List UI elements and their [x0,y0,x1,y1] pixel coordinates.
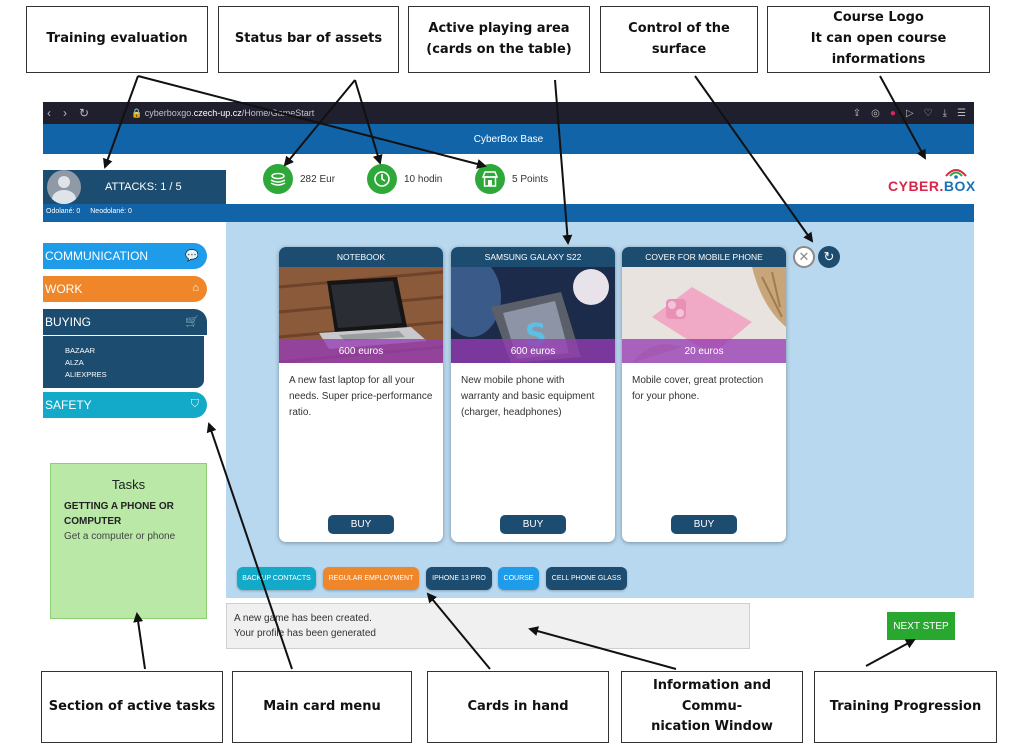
unresisted-count: Neodolané: 0 [90,208,132,215]
annotation-control-surface: Control of the surface [600,6,758,73]
menu-work[interactable]: WORK ⌂ [43,276,207,302]
card-description: Mobile cover, great protection for your … [632,375,764,402]
chat-icon: 💬 [185,250,199,262]
resisted-count: Odolané: 0 [46,208,81,215]
forward-icon[interactable]: › [63,106,67,120]
address-bar[interactable]: 🔒 cyberboxgo.czech-up.cz/Home/GameStart [131,107,315,118]
phone-cover-image: 20 euros [622,267,786,363]
card-price: 600 euros [279,339,443,363]
time-value: 10 hodin [404,173,443,185]
share-icon[interactable]: ⇪ [852,107,862,119]
task-name[interactable]: GETTING A PHONE OR COMPUTER [64,501,174,527]
close-icon[interactable]: ✕ [793,246,815,268]
reload-icon[interactable]: ↻ [79,106,90,120]
tasks-panel: Tasks GETTING A PHONE OR COMPUTER Get a … [50,463,207,619]
menu-icon[interactable]: ☰ [957,107,966,119]
info-line: A new game has been created. [234,613,372,624]
refresh-icon[interactable]: ↻ [818,246,840,268]
menu-communication[interactable]: COMMUNICATION 💬 [43,243,207,269]
annotation-cards-in-hand: Cards in hand [427,671,609,743]
info-line: Your profile has been generated [234,628,376,639]
back-icon[interactable]: ‹ [47,106,51,120]
briefcase-icon: ⌂ [192,282,199,294]
annotation-active-tasks: Section of active tasks [41,671,223,743]
annotation-play-area: Active playing area(cards on the table) [408,6,590,73]
store-icon [475,164,505,194]
annotation-status-bar: Status bar of assets [218,6,399,73]
training-evaluation-panel: ATTACKS: 1 / 5 [43,170,226,204]
points-value: 5 Points [512,173,549,185]
submenu-item-bazaar[interactable]: BAZAAR [65,346,96,355]
browser-nav: ‹ › ↻ [43,106,115,120]
card-description: New mobile phone with warranty and basic… [461,375,595,418]
hand-card-regular-employment[interactable]: REGULAR EMPLOYMENT [323,567,419,590]
attack-stats: Odolané: 0 Neodolané: 0 [46,208,132,215]
clock-icon [367,164,397,194]
notebook-image: 600 euros [279,267,443,363]
card-title: SAMSUNG GALAXY S22 [451,247,615,267]
buy-button[interactable]: BUY [500,515,566,534]
buy-button[interactable]: BUY [328,515,394,534]
header-strip [43,204,974,222]
annotation-training-progression: Training Progression [814,671,997,743]
send-icon[interactable]: ▷ [905,107,914,119]
camera-icon[interactable]: ◎ [871,107,880,119]
annotation-info-window: Information and Commu-nication Window [621,671,803,743]
money-icon [263,164,293,194]
smartphone-image: S 600 euros [451,267,615,363]
status-points: 5 Points [475,164,548,194]
card-price: 600 euros [451,339,615,363]
hand-card-backup-contacts[interactable]: BACKUP CONTACTS [237,567,316,590]
logo-text: CYBER.BOX [888,178,976,194]
hand-card-cell-phone-glass[interactable]: CELL PHONE GLASS [546,567,627,590]
menu-work-label: WORK [45,282,83,296]
card-cover-for-mobile-phone[interactable]: COVER FOR MOBILE PHONE 20 euros Mobile c… [622,247,786,542]
card-samsung-galaxy-s22[interactable]: SAMSUNG GALAXY S22 S 600 euros New mobil… [451,247,615,542]
download-icon[interactable]: ⤓ [942,107,948,119]
annotation-training-evaluation: Training evaluation [26,6,208,73]
next-step-button[interactable]: NEXT STEP [887,612,955,640]
browser-toolbar: ‹ › ↻ 🔒 cyberboxgo.czech-up.cz/Home/Game… [43,102,974,124]
submenu-item-aliexpres[interactable]: ALIEXPRES [65,370,107,379]
hand-card-iphone-13-pro[interactable]: IPHONE 13 PRO [426,567,492,590]
app-titlebar: CyberBox Base [43,124,974,154]
menu-communication-label: COMMUNICATION [45,249,149,263]
submenu-item-alza[interactable]: ALZA [65,358,84,367]
shield-icon: ⛉ [190,398,199,410]
course-logo[interactable]: CYBER.BOX [888,162,978,196]
card-price: 20 euros [622,339,786,363]
heart-icon[interactable]: ♡ [923,107,933,119]
hand-card-course[interactable]: COURSE [498,567,539,590]
shield-extension-icon[interactable]: ● [889,107,896,119]
status-money: 282 Eur [263,164,335,194]
card-description: A new fast laptop for all your needs. Su… [289,375,433,418]
annotation-main-menu: Main card menu [232,671,412,743]
buying-submenu: BAZAAR ALZA ALIEXPRES [43,336,204,388]
money-value: 282 Eur [300,173,336,185]
buy-button[interactable]: BUY [671,515,737,534]
card-title: NOTEBOOK [279,247,443,267]
task-description: Get a computer or phone [64,531,176,542]
menu-safety[interactable]: SAFETY ⛉ [43,392,207,418]
menu-safety-label: SAFETY [45,398,92,412]
avatar[interactable] [47,170,81,204]
menu-buying[interactable]: BUYING 🛒 [43,309,207,335]
app-title: CyberBox Base [473,133,544,145]
info-window: A new game has been created. Your profil… [226,603,750,649]
cart-icon: 🛒 [185,316,199,328]
card-notebook[interactable]: NOTEBOOK 600 euros A new fast laptop for… [279,247,443,542]
browser-tools: ⇪ ◎ ● ▷ ♡ ⤓ ☰ [853,108,974,119]
card-title: COVER FOR MOBILE PHONE [622,247,786,267]
status-time: 10 hodin [367,164,442,194]
attacks-counter: ATTACKS: 1 / 5 [105,181,182,193]
menu-buying-label: BUYING [45,315,92,329]
wifi-icon [945,169,967,179]
tasks-title: Tasks [111,477,146,492]
